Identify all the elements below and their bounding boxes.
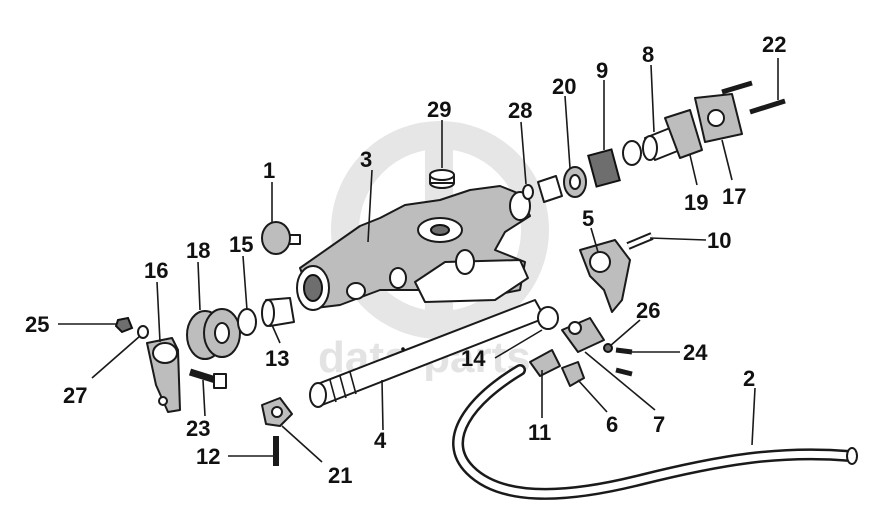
bushing-small <box>537 175 563 203</box>
callout-24: 24 <box>683 340 708 365</box>
callout-7: 7 <box>653 412 665 437</box>
spring-9 <box>587 148 621 188</box>
callout-3: 3 <box>360 147 372 172</box>
callout-22: 22 <box>762 32 786 57</box>
nut-25 <box>114 316 134 334</box>
lever <box>146 337 181 413</box>
housing <box>296 185 531 311</box>
ring-15 <box>237 308 257 336</box>
callout-29: 29 <box>427 97 451 122</box>
callout-26: 26 <box>636 298 660 323</box>
callout-25: 25 <box>25 312 49 337</box>
flange <box>261 397 293 427</box>
screw-24a <box>615 347 633 355</box>
bolt-22a <box>721 80 753 95</box>
fitting-11 <box>529 349 561 377</box>
callout-10: 10 <box>707 228 731 253</box>
callout-4: 4 <box>374 428 387 453</box>
callout-9: 9 <box>596 58 608 83</box>
callout-8: 8 <box>642 42 654 67</box>
callout-27: 27 <box>63 383 87 408</box>
valve-body <box>537 306 605 353</box>
callout-14: 14 <box>461 346 486 371</box>
callout-13: 13 <box>265 346 289 371</box>
callout-16: 16 <box>144 258 168 283</box>
callout-23: 23 <box>186 416 210 441</box>
sleeve-13 <box>261 297 295 327</box>
callout-6: 6 <box>606 412 618 437</box>
callout-20: 20 <box>552 74 576 99</box>
plug <box>261 221 301 255</box>
oring-28 <box>522 184 534 200</box>
callout-12: 12 <box>196 444 220 469</box>
callout-1: 1 <box>263 158 275 183</box>
bearing-20 <box>563 166 587 198</box>
bolt-22b <box>749 98 786 115</box>
cap-ring <box>429 169 455 189</box>
plate-19 <box>664 109 703 159</box>
callout-21: 21 <box>328 463 352 488</box>
callout-15: 15 <box>229 232 253 257</box>
callout-11: 11 <box>528 420 551 445</box>
plate-17 <box>694 93 743 143</box>
callout-5: 5 <box>582 206 594 231</box>
leader-lines <box>58 58 779 463</box>
pulley <box>186 308 241 360</box>
callout-18: 18 <box>186 238 210 263</box>
fork-bracket <box>579 239 631 313</box>
pin-10 <box>626 232 654 250</box>
washer-27 <box>137 325 149 339</box>
ring-9b <box>622 140 642 166</box>
screw-24b <box>615 367 633 377</box>
callout-28: 28 <box>508 98 532 123</box>
callout-19: 19 <box>684 190 708 215</box>
callout-2: 2 <box>743 366 755 391</box>
bolt-23 <box>188 368 227 389</box>
callout-17: 17 <box>722 184 746 209</box>
